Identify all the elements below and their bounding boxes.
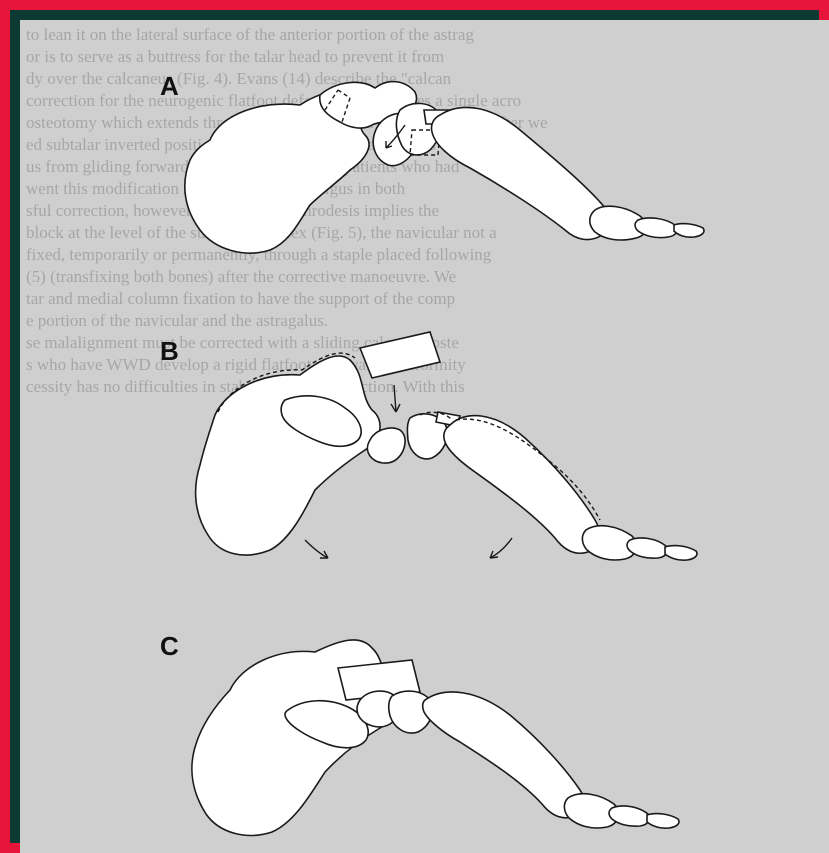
panel-b-calcaneus [196,356,380,555]
panel-c-metatarsal [423,692,585,818]
panel-b-wedge-graft [360,332,440,378]
panel-c-label: C [160,631,179,661]
panel-b-metatarsal [444,416,600,554]
panel-b-curved-arrow-left [305,540,328,558]
panel-b-label: B [160,336,179,366]
panel-b-distal-phalanx [665,546,697,561]
panel-b-curved-arrow-right [490,538,512,558]
panel-a: A [160,71,704,253]
panel-b: B [160,332,697,560]
panel-a-metatarsal [431,107,608,239]
foot-osteotomy-diagram: A B [20,20,829,853]
panel-c-distal-phalanx [647,814,679,829]
scanned-page: to lean it on the lateral surface of the… [20,20,829,853]
panel-c: C [160,631,679,835]
panel-a-label: A [160,71,179,101]
panel-b-down-arrow [391,385,400,412]
panel-a-distal-phalanx [674,224,704,238]
